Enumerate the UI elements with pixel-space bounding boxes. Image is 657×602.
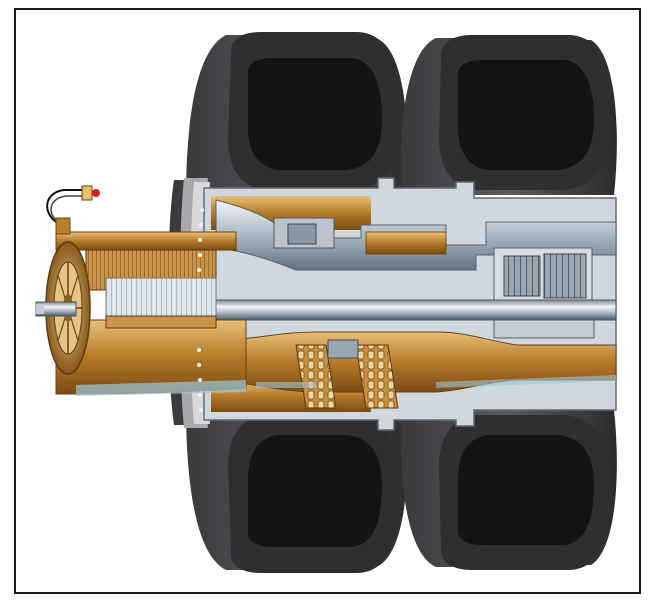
central-shaft <box>215 299 617 321</box>
cable-gland <box>46 185 100 235</box>
planetary-gear-cluster <box>493 247 595 339</box>
rotor <box>105 277 217 319</box>
tire-upper-right <box>400 35 617 195</box>
figure-frame <box>14 8 641 594</box>
lower-bearing-housing <box>215 331 617 409</box>
tire-lower-left <box>186 405 408 573</box>
tire-upper-left <box>186 32 408 200</box>
cable-connector-icon <box>92 189 100 197</box>
motor-cutaway-illustration <box>35 32 617 573</box>
motor-housing <box>55 231 247 396</box>
tire-lower-right <box>400 410 617 570</box>
bolt-ring <box>197 208 204 412</box>
